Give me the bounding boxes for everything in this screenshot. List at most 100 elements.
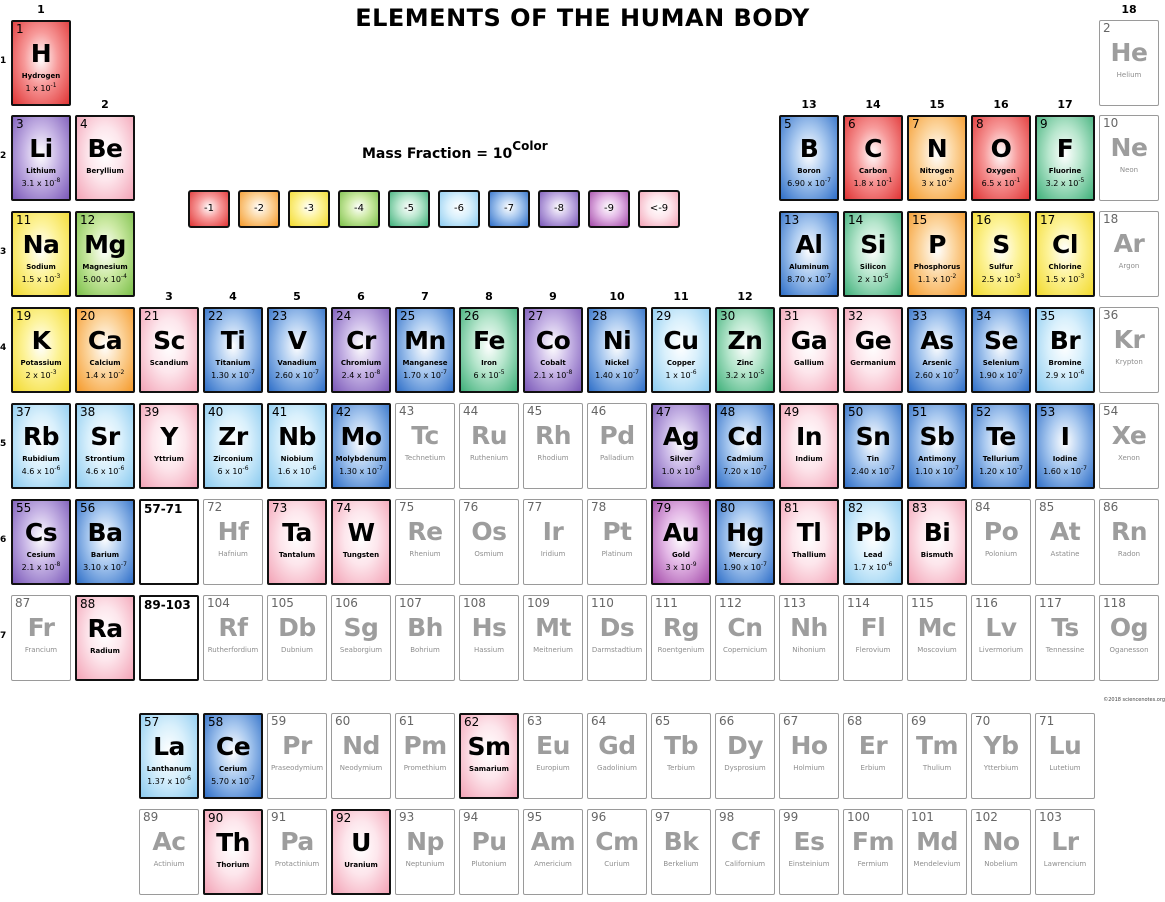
element-symbol: K (31, 326, 51, 355)
element-symbol: Ge (854, 326, 892, 355)
atomic-number: 95 (527, 810, 543, 824)
atomic-number: 18 (1103, 212, 1119, 226)
element-symbol: Mc (917, 613, 957, 642)
element-name: Silicon (859, 263, 887, 271)
atomic-number: 33 (912, 309, 928, 323)
element-symbol: Po (983, 517, 1019, 546)
atomic-number: 83 (912, 501, 928, 515)
mass-exponent: -1 (886, 177, 893, 184)
mass-exponent: -4 (120, 273, 127, 280)
element-symbol: H (30, 39, 52, 68)
element-name: Niobium (280, 455, 314, 463)
element-name: Nobelium (984, 860, 1018, 868)
period-label: 3 (0, 247, 7, 257)
element-name: Scandium (149, 359, 189, 367)
element-name: Gadolinium (597, 764, 637, 772)
atomic-number: 54 (1103, 404, 1119, 418)
atomic-number: 112 (719, 596, 742, 610)
element-name: Astatine (1050, 550, 1080, 558)
element-symbol: Ho (790, 731, 828, 760)
element-symbol: Ru (470, 421, 508, 450)
element-name: Magnesium (82, 263, 128, 271)
mass-fraction: 1.4 x 10-2 (85, 369, 125, 381)
element-name: Gallium (794, 359, 824, 367)
atomic-number: 71 (1039, 714, 1055, 728)
element-name: Tungsten (342, 551, 380, 559)
mass-exponent: -6 (310, 465, 317, 472)
atomic-number: 114 (847, 596, 870, 610)
atomic-number: 24 (336, 309, 352, 323)
atomic-number: 38 (80, 405, 96, 419)
atomic-number: 80 (720, 501, 736, 515)
group-label: 3 (165, 290, 173, 303)
element-symbol: Pb (855, 518, 891, 547)
element-symbol: Bi (923, 518, 951, 547)
atomic-number: 98 (719, 810, 735, 824)
element-symbol: U (351, 828, 371, 857)
atomic-number: 104 (207, 596, 230, 610)
mass-fraction: 1.6 x 10-6 (277, 465, 317, 477)
element-symbol: Pr (282, 731, 312, 760)
atomic-number: 23 (272, 309, 288, 323)
element-name: Strontium (85, 455, 125, 463)
element-symbol: Lu (1048, 731, 1082, 760)
element-symbol: Es (793, 827, 825, 856)
legend-key: -7 (488, 190, 530, 228)
element-symbol: Nh (790, 613, 828, 642)
series-placeholder: 57-71 (139, 499, 199, 585)
mass-fraction: 1.90 x 10-7 (979, 369, 1023, 381)
mass-exponent: -7 (824, 273, 831, 280)
element-name: Iodine (1052, 455, 1078, 463)
group-label: 2 (101, 98, 109, 111)
atomic-number: 1 (16, 22, 24, 36)
atomic-number: 58 (208, 715, 224, 729)
element-name: Rubidium (22, 455, 60, 463)
element-name: Samarium (469, 765, 509, 773)
element-name: Hassium (473, 646, 505, 654)
legend-key: -3 (288, 190, 330, 228)
series-range-label: 89-103 (144, 598, 191, 612)
mass-fraction: 6 x 10-6 (217, 465, 249, 477)
atomic-number: 74 (336, 501, 352, 515)
atomic-number: 9 (1040, 117, 1048, 131)
element-name: Sodium (26, 263, 56, 271)
atomic-number: 103 (1039, 810, 1062, 824)
atomic-number: 84 (975, 500, 991, 514)
period-label: 6 (0, 535, 7, 545)
mass-fraction: 1.1 x 10-2 (917, 273, 957, 285)
element-name: Mercury (728, 551, 762, 559)
mass-exponent: -1 (1014, 177, 1021, 184)
element-symbol: P (928, 230, 946, 259)
element-symbol: V (287, 326, 307, 355)
element-symbol: Kr (1113, 325, 1145, 354)
mass-exponent: -5 (498, 369, 505, 376)
atomic-number: 43 (399, 404, 415, 418)
element-name: Bromine (1048, 359, 1082, 367)
element-name: Promethium (403, 764, 447, 772)
atomic-number: 17 (1040, 213, 1056, 227)
element-symbol: Hg (726, 518, 764, 547)
mass-fraction: 2.60 x 10-7 (915, 369, 959, 381)
element-symbol: Tb (664, 731, 698, 760)
legend-key: -9 (588, 190, 630, 228)
group-label: 8 (485, 290, 493, 303)
element-name: Germanium (850, 359, 896, 367)
element-symbol: Se (984, 326, 1018, 355)
